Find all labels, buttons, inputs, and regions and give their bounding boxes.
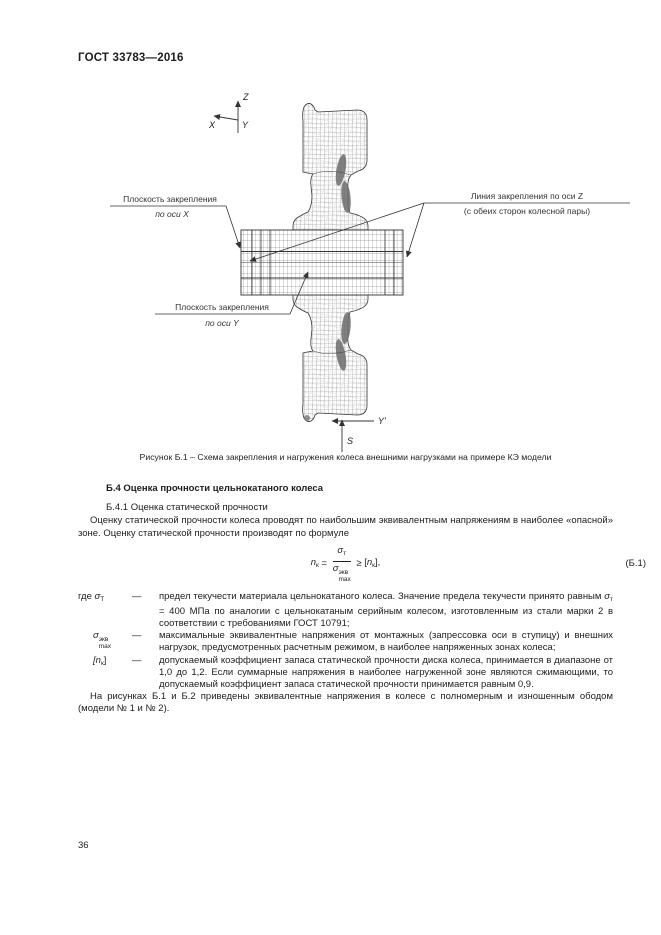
figure-caption: Рисунок Б.1 – Схема закрепления и нагруж… bbox=[139, 452, 552, 462]
page-number: 36 bbox=[78, 840, 89, 851]
axis-label-y-prime: Y' bbox=[378, 416, 386, 426]
definition-dash: — bbox=[132, 630, 142, 642]
coordinate-axes bbox=[213, 100, 241, 133]
load-arrows bbox=[331, 418, 374, 452]
definition-text: предел текучести материала цельнокатаног… bbox=[159, 590, 613, 630]
page-header: ГОСТ 33783—2016 bbox=[78, 52, 184, 64]
callout-line-z: Линия закрепления по оси Z (с обеих стор… bbox=[249, 191, 630, 262]
section-heading: Б.4 Оценка прочности цельнокатаного коле… bbox=[106, 483, 324, 494]
wheel-lower-section bbox=[292, 294, 369, 422]
paragraph-figures-ref: На рисунках Б.1 и Б.2 приведены эквивале… bbox=[78, 691, 613, 715]
section-content: Б.4 Оценка прочности цельнокатаного коле… bbox=[78, 483, 646, 716]
definition-text: допускаемый коэффициент запаса статическ… bbox=[159, 654, 613, 691]
axle-mesh bbox=[240, 229, 404, 296]
axis-label-y: Y bbox=[242, 120, 249, 130]
figure-diagram: Z X Y Y' S Плоскость закрепления по оси … bbox=[0, 88, 661, 455]
paragraph-static-strength: Оценку статической прочности колеса пров… bbox=[78, 515, 613, 539]
fe-model-drawing: Z X Y Y' S Плоскость закрепления по оси … bbox=[110, 92, 630, 452]
definition-text: максимальные эквивалентные напряжения от… bbox=[159, 630, 613, 654]
definition-term: [nк] bbox=[93, 654, 107, 667]
callout-plane-y: Плоскость закрепления по оси Y bbox=[155, 271, 309, 328]
wheel-upper-section bbox=[292, 103, 369, 231]
callout-plane-x-line1: Плоскость закрепления bbox=[123, 194, 217, 204]
axis-label-x: X bbox=[208, 120, 216, 130]
axis-label-z: Z bbox=[242, 92, 249, 102]
section-subheading: Б.4.1 Оценка статической прочности bbox=[106, 502, 268, 514]
formula-number: (Б.1) bbox=[625, 558, 646, 570]
axis-label-s: S bbox=[347, 436, 353, 446]
callout-line-z-line1: Линия закрепления по оси Z bbox=[471, 191, 583, 201]
definition-dash: — bbox=[132, 654, 142, 666]
definition-dash: — bbox=[132, 590, 142, 602]
callout-plane-x: Плоскость закрепления по оси X bbox=[110, 194, 241, 249]
callout-plane-y-line2: по оси Y bbox=[205, 318, 240, 328]
callout-plane-y-line1: Плоскость закрепления bbox=[175, 302, 269, 312]
callout-line-z-line2: (с обеих сторон колесной пары) bbox=[464, 206, 590, 216]
definition-sigma-t: где σТ — предел текучести материала цель… bbox=[78, 591, 613, 631]
callout-plane-x-line2: по оси X bbox=[155, 209, 189, 219]
definition-term: где σТ bbox=[78, 590, 105, 603]
definition-n-k: [nк] — допускаемый коэффициент запаса ст… bbox=[78, 655, 613, 692]
